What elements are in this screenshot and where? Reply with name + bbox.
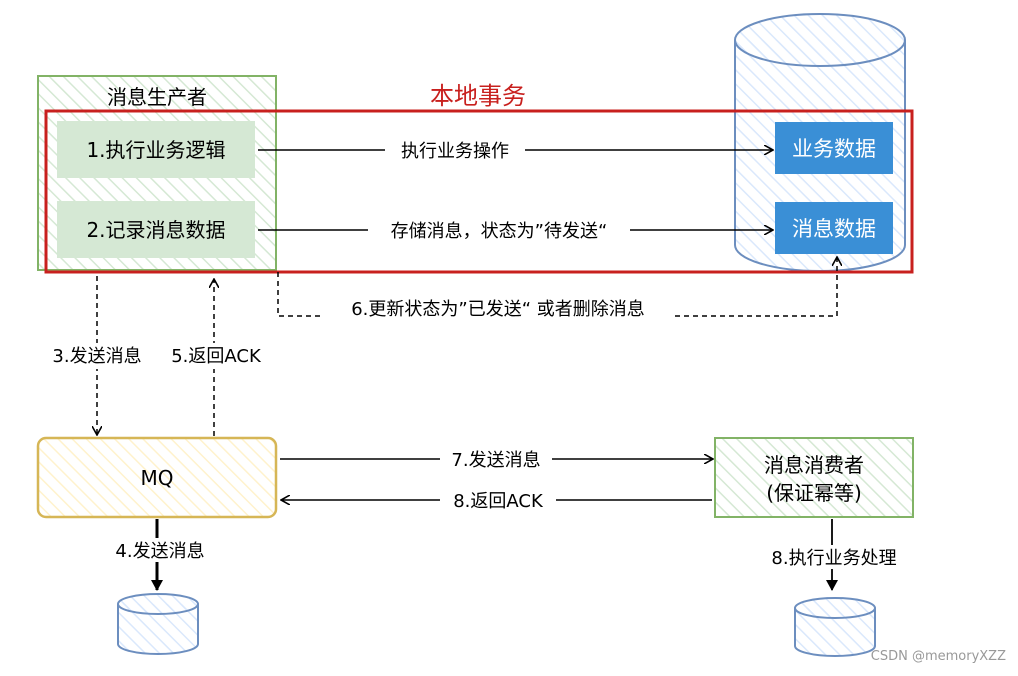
consumer-storage-cylinder [794, 597, 876, 657]
message-data-label: 消息数据 [792, 217, 876, 241]
edge-store-message: 存储消息，状态为”待发送“ [258, 218, 772, 242]
edge-send-message-7-label: 7.发送消息 [451, 450, 540, 471]
step1-box: 1.执行业务逻辑 [57, 121, 255, 178]
mq-label: MQ [141, 466, 174, 490]
step2-label: 2.记录消息数据 [86, 218, 225, 242]
edge-send-message-3-label: 3.发送消息 [52, 346, 141, 367]
edge-return-ack-8: 8.返回ACK [282, 488, 712, 512]
edge-send-message-4: 4.发送消息 [104, 519, 216, 591]
edge-store-message-label: 存储消息，状态为”待发送“ [391, 221, 608, 242]
edge-exec-business-8: 8.执行业务处理 [754, 519, 912, 591]
edge-update-status: 6.更新状态为”已发送“ 或者删除消息 [277, 258, 837, 322]
business-data-box: 业务数据 [775, 122, 893, 174]
message-data-box: 消息数据 [775, 202, 893, 254]
business-data-label: 业务数据 [792, 137, 876, 161]
edge-update-status-label: 6.更新状态为”已发送“ 或者删除消息 [351, 299, 645, 320]
consumer-box: 消息消费者 (保证幂等) [714, 437, 914, 518]
consumer-label-line1: 消息消费者 [764, 453, 864, 477]
local-transaction-label: 本地事务 [430, 82, 526, 110]
producer-title: 消息生产者 [107, 85, 207, 109]
consumer-label-line2: (保证幂等) [766, 481, 862, 505]
mq-box: MQ [36, 436, 278, 519]
edge-send-message-7: 7.发送消息 [280, 447, 712, 471]
mq-storage-cylinder [117, 593, 199, 655]
step2-box: 2.记录消息数据 [57, 201, 255, 258]
watermark: CSDN @memoryXZZ [871, 649, 1006, 664]
local-transaction-box: 本地事务 [44, 82, 914, 274]
edge-return-ack-5-label: 5.返回ACK [171, 346, 262, 367]
edge-exec-business-op-label: 执行业务操作 [401, 141, 509, 162]
edge-send-message-4-label: 4.发送消息 [115, 541, 204, 562]
edge-return-ack-5: 5.返回ACK [160, 280, 272, 436]
edge-send-message-3: 3.发送消息 [40, 276, 154, 434]
edge-return-ack-8-label: 8.返回ACK [453, 491, 544, 512]
step1-label: 1.执行业务逻辑 [86, 138, 225, 162]
edge-exec-business-8-label: 8.执行业务处理 [771, 548, 896, 569]
edge-exec-business-op: 执行业务操作 [258, 138, 772, 162]
